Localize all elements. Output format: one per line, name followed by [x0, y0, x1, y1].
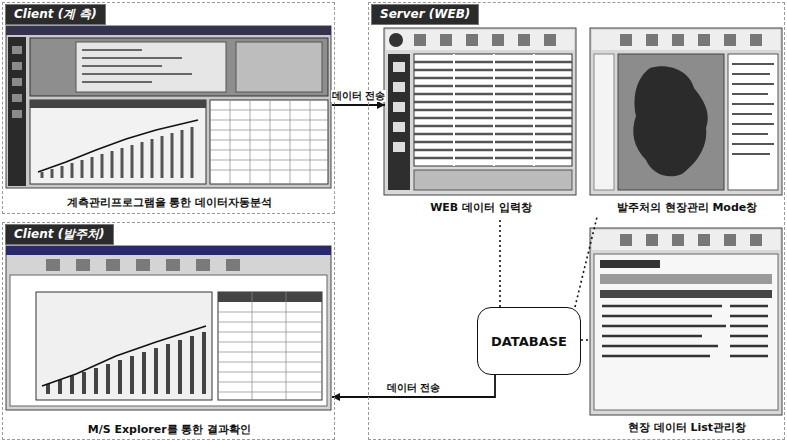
chart-bars — [48, 332, 204, 394]
data-grid — [414, 54, 572, 166]
screenshot-box: 현장 데이터 List관리창 — [591, 229, 783, 435]
screenshot-caption: 계측관리프로그램을 통한 데이터자동분석 — [7, 196, 332, 210]
transfer-arrow — [332, 375, 495, 397]
chart-panel — [30, 100, 206, 184]
edge-label: 데이터 전송 — [386, 382, 441, 394]
table-grid — [210, 100, 328, 184]
table-panel — [218, 292, 322, 400]
chart-bars — [42, 127, 192, 178]
chart-panel — [36, 292, 212, 400]
table-header — [218, 292, 322, 302]
screenshot-caption: M/S Explorer를 통한 결과확인 — [7, 423, 332, 437]
table-rows — [602, 306, 768, 356]
list-panel — [728, 54, 778, 190]
screenshot-caption: 발주처의 현장관리 Mode창 — [591, 201, 783, 215]
transfer-arrow — [332, 104, 385, 106]
window-frame — [6, 246, 331, 410]
side-bar — [8, 37, 26, 186]
map-shape — [633, 66, 708, 176]
chart-line — [42, 326, 206, 386]
form-panel — [30, 38, 328, 96]
form-side — [236, 42, 322, 92]
screenshot-box: WEB 데이터 입력창 — [385, 29, 577, 215]
dotted-link — [499, 217, 501, 307]
form-fields — [76, 42, 226, 92]
window-frame — [6, 26, 331, 188]
toolbar — [386, 30, 574, 50]
title-bar — [6, 26, 331, 35]
screenshot-box: 계측관리프로그램을 통한 데이터자동분석 — [7, 27, 332, 210]
database-label: DATABASE — [491, 334, 567, 349]
search-bar — [600, 274, 772, 284]
chart-title-bar — [30, 100, 206, 108]
toolbar-icons — [46, 259, 240, 271]
program-screenshot — [6, 26, 331, 188]
screenshot-caption: 현장 데이터 List관리창 — [591, 421, 783, 435]
page-area — [594, 254, 778, 410]
table-panel — [210, 100, 328, 184]
toolbar — [592, 30, 780, 50]
table-header — [600, 290, 772, 298]
side-buttons — [393, 62, 405, 152]
toolbar-icons — [620, 234, 762, 246]
window-frame — [590, 28, 782, 195]
mode-screenshot — [590, 28, 782, 195]
list-lines — [732, 64, 774, 154]
panel-group: Client (발주처) M/S Explorer를 통한 결과확인 — [2, 222, 335, 440]
map-panel — [618, 54, 724, 190]
chart-line — [38, 120, 198, 172]
dotted-link — [581, 339, 591, 341]
edge-label: 데이터 전송 — [331, 90, 386, 102]
form-bar — [414, 170, 572, 190]
screenshot-box: M/S Explorer를 통한 결과확인 — [7, 247, 332, 437]
panel-heading: Server (WEB) — [371, 4, 479, 25]
logo — [389, 33, 403, 47]
page-area — [10, 275, 327, 406]
side-panel — [594, 54, 614, 190]
screenshot-box: 발주처의 현장관리 Mode창 — [591, 29, 783, 215]
panel-heading: Client (계 측) — [5, 4, 106, 25]
form-lines — [82, 50, 192, 82]
panel-group: Server (WEB) WEB 데이터 입력창 발주처의 현장관리 Mode창 DA… — [368, 2, 785, 440]
panel-heading: Client (발주처) — [5, 224, 114, 245]
list-screenshot — [590, 228, 782, 415]
grid-columns — [454, 54, 534, 166]
screenshot-caption: WEB 데이터 입력창 — [385, 201, 577, 215]
panel-group: Client (계 측) 계측관리프로그램을 통한 데이터자동분석 — [2, 2, 335, 214]
window-frame — [590, 228, 782, 415]
dotted-link — [575, 217, 597, 307]
database-box: DATABASE — [477, 307, 581, 375]
title-bar — [6, 246, 331, 255]
side-icons — [12, 46, 22, 118]
browser-screenshot — [6, 246, 331, 410]
toolbar-icons — [414, 34, 556, 46]
input-screenshot — [384, 28, 576, 195]
toolbar-icons — [620, 34, 762, 46]
list-heading — [600, 260, 660, 268]
side-bar — [388, 54, 410, 190]
toolbar — [592, 230, 780, 250]
table-grid — [218, 292, 322, 400]
window-frame — [384, 28, 576, 195]
